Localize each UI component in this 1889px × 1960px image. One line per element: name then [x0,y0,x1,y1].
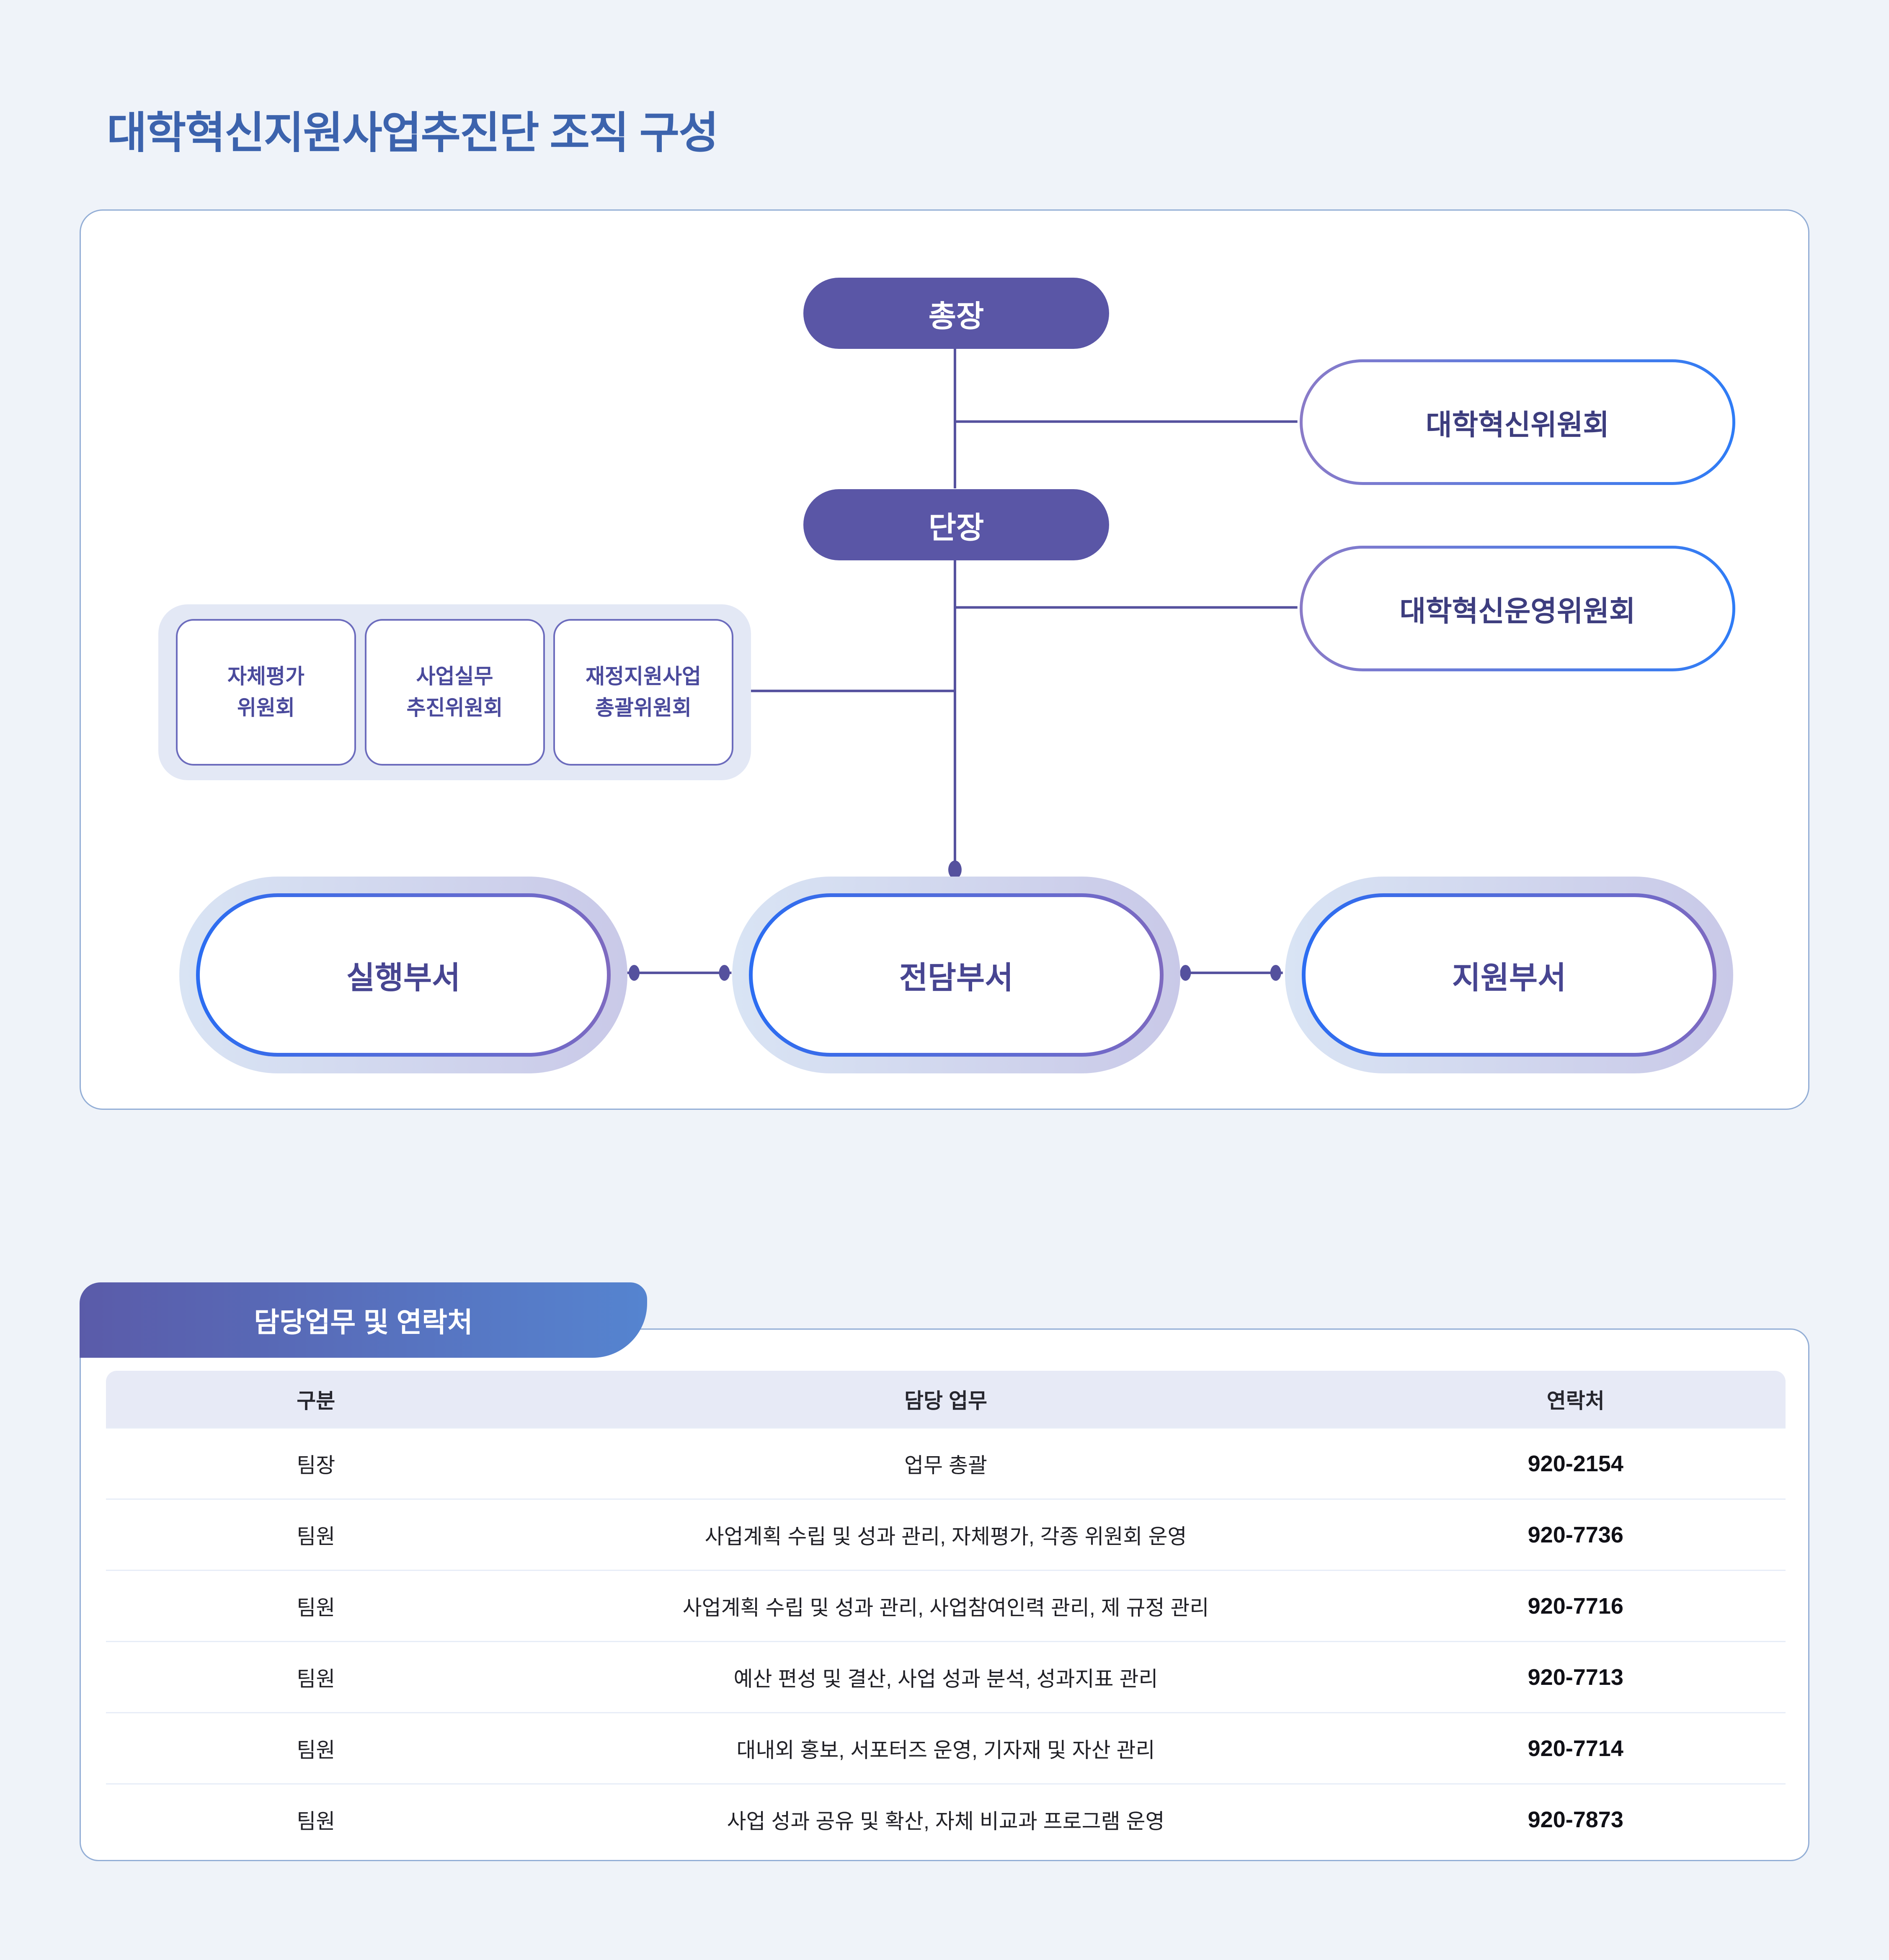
cell-duty: 사업 성과 공유 및 확산, 자체 비교과 프로그램 운영 [727,1809,1165,1833]
cell-role: 팀원 [297,1596,335,1620]
node-support-department-label: 지원부서 [1306,897,1713,1053]
node-innovation-committee: 대학혁신위원회 [1300,359,1735,485]
table-row: 팀원 대내외 홍보, 서포터즈 운영, 기자재 및 자산 관리 920-7714 [106,1712,1786,1783]
contact-table-card: 구분 담당 업무 연락처 팀장 업무 총괄 920-2154 팀원 사업계획 수… [80,1328,1809,1861]
cell-role: 팀장 [297,1453,335,1477]
column-header-role: 구분 [297,1389,335,1413]
cell-phone: 920-2154 [1528,1451,1623,1476]
node-execution-department: 실행부서 [179,877,627,1073]
node-operation-committee: 대학혁신운영위원회 [1300,546,1735,671]
table-row: 팀원 사업 성과 공유 및 확산, 자체 비교과 프로그램 운영 920-787… [106,1783,1786,1854]
cell-phone: 920-7736 [1528,1522,1623,1547]
cell-duty: 대내외 홍보, 서포터즈 운영, 기자재 및 자산 관리 [736,1738,1155,1762]
node-director-label: 단장 [928,511,984,545]
table-row: 팀원 예산 편성 및 결산, 사업 성과 분석, 성과지표 관리 920-771… [106,1641,1786,1712]
node-innovation-committee-label: 대학혁신위원회 [1303,362,1732,482]
node-support-department: 지원부서 [1285,877,1733,1073]
cell-role: 팀원 [297,1738,335,1762]
sub-committee-line: 위원회 [237,696,295,720]
node-dedicated-department: 전담부서 [732,877,1180,1073]
table-row: 팀장 업무 총괄 920-2154 [106,1427,1786,1498]
node-self-evaluation-committee: 자체평가 위원회 [176,619,356,766]
cell-role: 팀원 [297,1667,335,1691]
contact-section-tab: 담당업무 및 연락처 [80,1282,647,1358]
sub-committee-line: 사업실무 [416,665,493,688]
column-header-duty: 담당 업무 [904,1389,987,1413]
node-working-committee: 사업실무 추진위원회 [364,619,545,766]
contact-section-title: 담당업무 및 연락처 [254,1307,473,1338]
cell-phone: 920-7714 [1528,1736,1623,1761]
sub-committee-line: 추진위원회 [406,696,503,720]
node-president-label: 총장 [928,299,984,333]
sub-committee-line: 총괄위원회 [595,696,692,720]
node-dedicated-department-label: 전담부서 [753,897,1160,1053]
cell-duty: 사업계획 수립 및 성과 관리, 사업참여인력 관리, 제 규정 관리 [682,1596,1209,1620]
table-row: 팀원 사업계획 수립 및 성과 관리, 사업참여인력 관리, 제 규정 관리 9… [106,1570,1786,1641]
node-president: 총장 [803,278,1109,349]
column-header-phone: 연락처 [1546,1389,1605,1413]
node-operation-committee-label: 대학혁신운영위원회 [1303,549,1732,668]
node-execution-department-label: 실행부서 [200,897,607,1053]
cell-duty: 예산 편성 및 결산, 사업 성과 분석, 성과지표 관리 [733,1667,1158,1691]
sub-committee-group: 자체평가 위원회 사업실무 추진위원회 재정지원사업 총괄위원회 [158,604,751,780]
cell-role: 팀원 [297,1524,335,1548]
cell-duty: 업무 총괄 [904,1453,987,1477]
org-chart-card: 총장 대학혁신위원회 단장 대학혁신운영위원회 자체평가 위원회 사업실무 추진… [80,209,1809,1110]
cell-duty: 사업계획 수립 및 성과 관리, 자체평가, 각종 위원회 운영 [705,1524,1187,1548]
cell-phone: 920-7713 [1528,1664,1623,1690]
cell-phone: 920-7873 [1528,1807,1623,1832]
cell-role: 팀원 [297,1809,335,1833]
page-title: 대학혁신지원사업추진단 조직 구성 [107,109,719,157]
sub-committee-line: 재정지원사업 [586,665,701,688]
contact-table-header-row: 구분 담당 업무 연락처 [106,1371,1786,1427]
cell-phone: 920-7716 [1528,1593,1623,1619]
contact-table: 구분 담당 업무 연락처 팀장 업무 총괄 920-2154 팀원 사업계획 수… [106,1371,1786,1854]
org-connector-lines [627,348,1298,981]
node-director: 단장 [803,489,1109,560]
table-row: 팀원 사업계획 수립 및 성과 관리, 자체평가, 각종 위원회 운영 920-… [106,1498,1786,1570]
sub-committee-line: 자체평가 [227,665,305,688]
node-financial-support-committee: 재정지원사업 총괄위원회 [553,619,733,766]
